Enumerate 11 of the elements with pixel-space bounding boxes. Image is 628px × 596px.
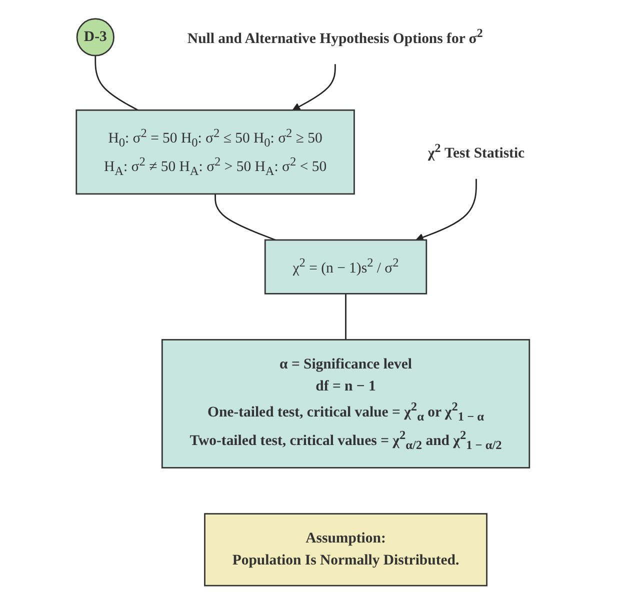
node-circle: D-3 xyxy=(76,18,114,56)
connector xyxy=(94,56,138,111)
node-text: Null and Alternative Hypothesis Options for σ$^{2}$ xyxy=(187,26,483,47)
connector xyxy=(344,294,346,340)
node-text: χ$^{2}$ Test Statistic xyxy=(428,140,524,162)
node-box: Assumption: Population Is Normally Distributed. xyxy=(204,513,488,586)
connector xyxy=(214,194,276,241)
node-box: H$_{0}$: σ$^{2}$ = 50 H$_{0}$: σ$^{2}$ ≤ 50 H$_{0}$: σ$^{2}$ ≥ 50 H$_{A}$: σ$^{2}$ ≠ 50 H$_{A}$: σ$^{2}$ > 50 H$_{A}$: σ$^{2}$ < 50 xyxy=(75,109,355,195)
arrow xyxy=(415,178,477,242)
node-box: χ$^{2}$ = (n − 1)s$^{2}$ / σ$^{2}$ xyxy=(264,239,427,294)
arrow xyxy=(292,64,336,110)
